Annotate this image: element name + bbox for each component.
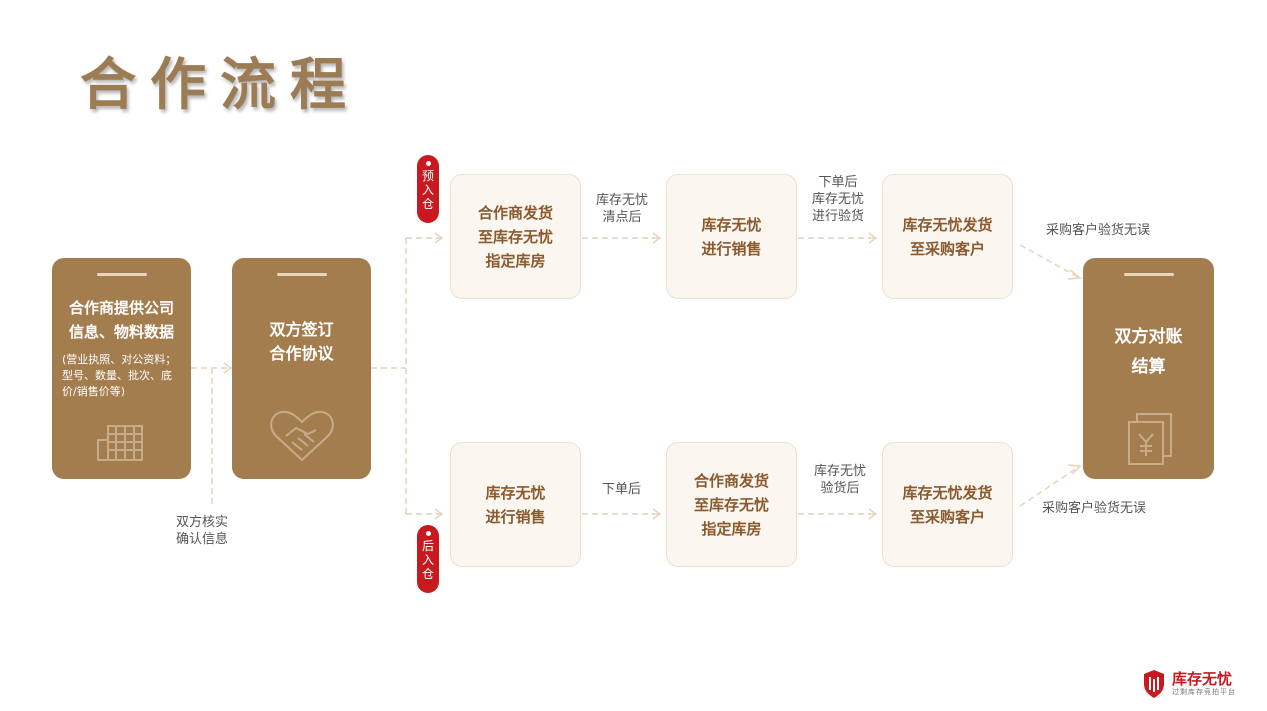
tag-char: 仓 <box>421 567 434 581</box>
box-line: 进行销售 <box>485 507 546 526</box>
bottom-label-inspection: 库存无忧 验货后 <box>814 463 866 497</box>
label-line: 验货后 <box>820 481 860 496</box>
verify-line1: 双方核实 <box>176 515 229 530</box>
post-warehouse-tag: 后 入 仓 <box>417 525 439 593</box>
tag-dot <box>425 531 431 536</box>
label-line: 库存无忧 <box>812 192 865 207</box>
label-line: 库存无忧 <box>814 464 867 479</box>
box-line: 指定库房 <box>485 251 546 270</box>
final-line2: 结算 <box>1131 357 1166 377</box>
step2-line2: 合作协议 <box>269 344 334 363</box>
top-ship-customer-box: 库存无忧发货 至采购客户 <box>882 174 1013 299</box>
yen-document-icon <box>1128 413 1172 465</box>
bottom-ship-customer-box: 库存无忧发货 至采购客户 <box>882 442 1013 567</box>
box-line: 库存无忧 <box>701 215 762 234</box>
final-line1: 双方对账 <box>1114 327 1183 347</box>
step1-description: (营业执照、对公资料；型号、数量、批次、底价/销售价等) <box>62 353 177 398</box>
card-divider <box>96 273 147 276</box>
pre-warehouse-tag: 预 入 仓 <box>417 155 439 223</box>
top-label-inspection: 下单后 库存无忧 进行验货 <box>812 174 864 225</box>
box-line: 库存无忧发货 <box>902 215 993 234</box>
card-divider <box>276 273 327 276</box>
label-line: 进行验货 <box>812 209 865 224</box>
top-label-after-count: 库存无忧 清点后 <box>596 192 648 226</box>
box-line: 库存无忧发货 <box>902 483 993 502</box>
bottom-sales-box: 库存无忧 进行销售 <box>450 442 581 567</box>
logo-slogan: 过剩库存竞拍平台 <box>1172 688 1236 696</box>
shield-logo-icon <box>1144 670 1164 698</box>
tag-char: 入 <box>421 183 434 197</box>
box-line: 至采购客户 <box>909 239 985 258</box>
step1-title-line1: 合作商提供公司 <box>68 299 174 317</box>
tag-char: 入 <box>421 553 434 567</box>
bottom-label-after-order: 下单后 <box>602 482 642 497</box>
label-line: 清点后 <box>602 210 642 225</box>
box-line: 至采购客户 <box>909 507 985 526</box>
final-settlement-card: 双方对账 结算 <box>1083 258 1214 479</box>
verify-info-label: 双方核实 确认信息 <box>176 514 228 548</box>
step-provide-info-card: 合作商提供公司 信息、物料数据 (营业执照、对公资料；型号、数量、批次、底价/销… <box>52 258 191 479</box>
box-line: 合作商发货 <box>477 203 553 222</box>
tag-char: 后 <box>421 539 434 553</box>
box-line: 合作商发货 <box>693 471 769 490</box>
tag-char: 预 <box>421 169 434 183</box>
box-line: 至库存无忧 <box>693 495 769 514</box>
brand-logo: 库存无忧 过剩库存竞拍平台 <box>1142 670 1236 698</box>
box-line: 指定库房 <box>701 519 762 538</box>
tag-dot <box>425 161 431 166</box>
tag-char: 仓 <box>421 197 434 211</box>
box-line: 进行销售 <box>701 239 762 258</box>
top-label-customer-verify: 采购客户验货无误 <box>1046 223 1151 238</box>
label-line: 下单后 <box>818 175 858 190</box>
card-divider <box>1123 273 1174 276</box>
step-sign-agreement-card: 双方签订 合作协议 <box>232 258 371 479</box>
top-sales-box: 库存无忧 进行销售 <box>666 174 797 299</box>
verify-line2: 确认信息 <box>176 532 229 547</box>
building-icon <box>97 425 143 461</box>
step2-line1: 双方签订 <box>269 320 334 339</box>
handshake-heart-icon <box>270 410 334 461</box>
top-partner-ship-box: 合作商发货 至库存无忧 指定库房 <box>450 174 581 299</box>
box-line: 至库存无忧 <box>477 227 553 246</box>
page-title: 合作流程 <box>80 53 360 118</box>
bottom-partner-ship-box: 合作商发货 至库存无忧 指定库房 <box>666 442 797 567</box>
bottom-label-customer-verify: 采购客户验货无误 <box>1042 501 1147 516</box>
label-line: 库存无忧 <box>596 193 649 208</box>
step1-title-line2: 信息、物料数据 <box>68 323 174 341</box>
box-line: 库存无忧 <box>485 483 546 502</box>
logo-name: 库存无忧 <box>1172 670 1233 688</box>
